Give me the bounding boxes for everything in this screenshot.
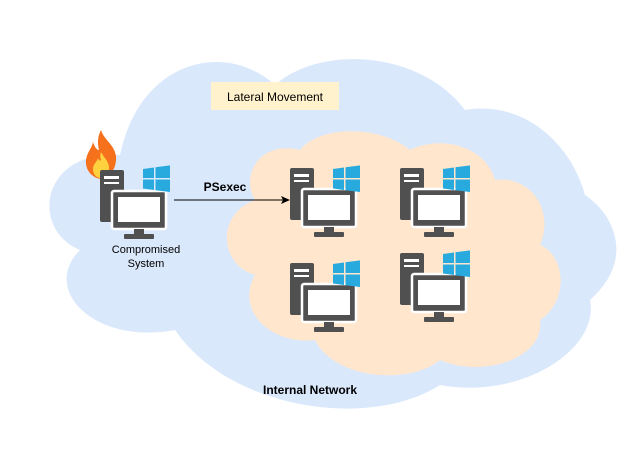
compromised-label-line1: Compromised — [112, 244, 180, 256]
compromised-system-node: Compromised System — [85, 130, 180, 270]
compromised-label-line2: System — [128, 258, 165, 270]
psexec-label: PSexec — [204, 180, 247, 194]
network-label: Internal Network — [263, 383, 357, 397]
title-box — [211, 82, 339, 110]
psexec-edge — [174, 196, 290, 204]
diagram-title: Lateral Movement — [227, 90, 324, 104]
